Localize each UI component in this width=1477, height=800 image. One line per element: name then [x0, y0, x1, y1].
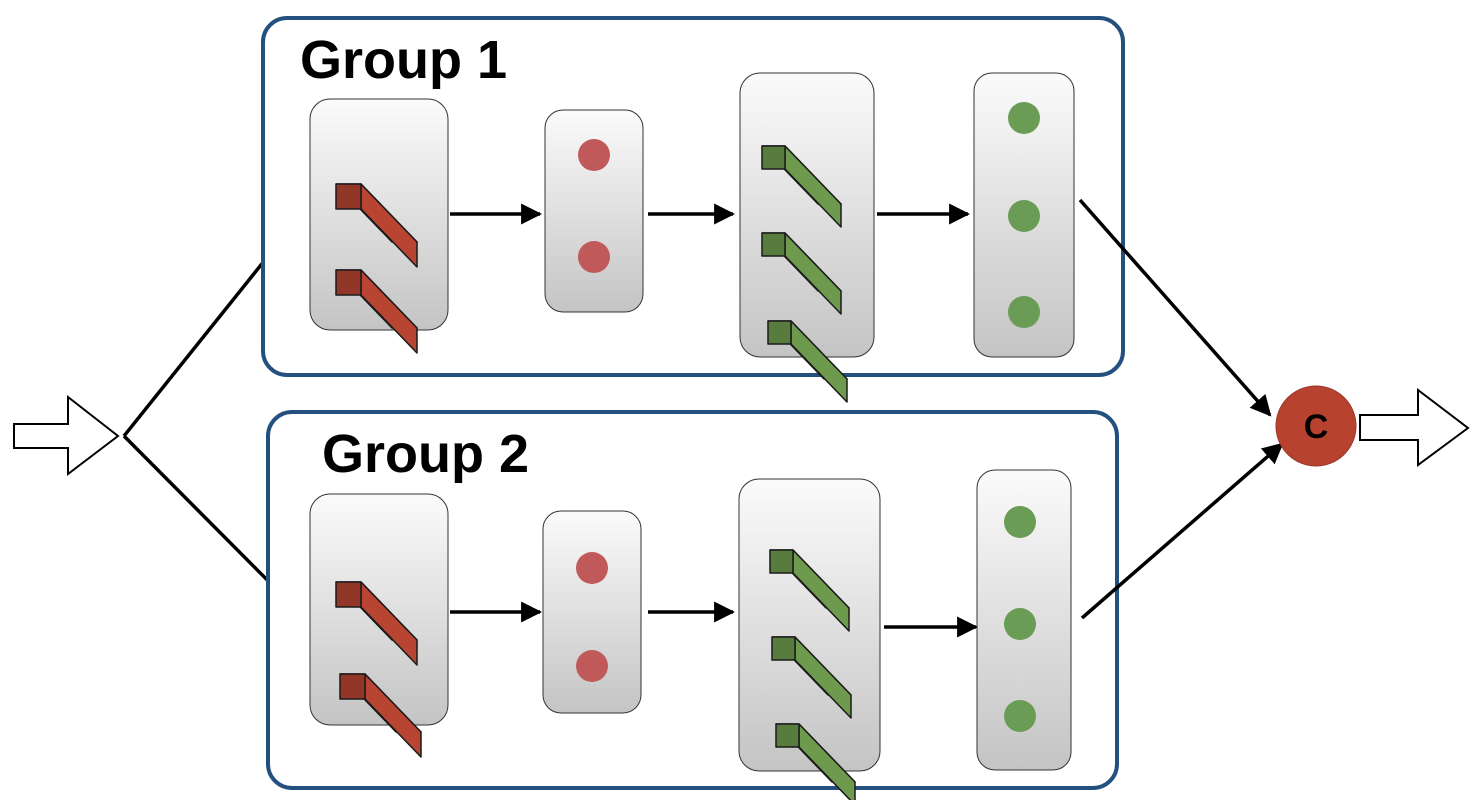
group-2-border — [266, 410, 1119, 790]
group-1: Group 1 — [261, 16, 1125, 377]
group-1-conv-panel-2 — [739, 72, 875, 358]
group-1-border — [261, 16, 1125, 377]
g2-green-bar-3-icon — [775, 723, 856, 800]
group-2-conv-panel-2 — [738, 478, 881, 772]
g2-green-bar-2-icon-front — [771, 636, 796, 661]
group-2-title: Group 2 — [322, 424, 529, 484]
output-arrow-icon — [1359, 387, 1470, 467]
g1-red-bar-1-icon-front — [335, 183, 362, 210]
g2-green-bar-1-icon — [769, 549, 850, 632]
g2-red-dot-2-icon — [576, 650, 608, 682]
g2-red-dot-1-icon — [576, 552, 608, 584]
g2-red-bar-1-icon — [335, 581, 418, 666]
g1-red-dot-2-icon — [578, 241, 610, 273]
g1-green-bar-1-icon-front — [761, 145, 786, 170]
g1-red-dot-1-icon — [578, 139, 610, 171]
g1-red-bar-2-icon — [335, 269, 418, 354]
concat-label: C — [1304, 408, 1329, 446]
concat-node: C — [1275, 385, 1357, 467]
g1-green-bar-2-icon-front — [761, 232, 786, 257]
g1-green-bar-3-icon-front — [767, 320, 792, 345]
g1-red-bar-2-icon-front — [335, 269, 362, 296]
g1-green-bar-1-icon — [761, 145, 842, 228]
g2-green-bar-3-icon-front — [775, 723, 800, 748]
g1-green-dot-2-icon — [1008, 200, 1040, 232]
group-1-dense-panel-1 — [544, 109, 644, 313]
g1-green-dot-3-icon — [1008, 296, 1040, 328]
g1-green-bar-2-icon — [761, 232, 842, 315]
icons-layer — [335, 102, 1040, 800]
group-1-title: Group 1 — [300, 30, 507, 90]
g1-green-dot-1-icon — [1008, 102, 1040, 134]
g2-red-bar-2-icon-front — [339, 673, 366, 700]
g2-green-dot-1-icon — [1004, 506, 1036, 538]
g2-red-bar-2-icon — [339, 673, 422, 758]
merge-arrow-from-group-2 — [1080, 442, 1284, 620]
g2-green-dot-3-icon — [1004, 700, 1036, 732]
g1-green-bar-3-icon — [767, 320, 848, 403]
merge-arrow-from-group-1 — [1078, 198, 1272, 417]
g2-green-bar-1-icon-front — [769, 549, 794, 574]
input-arrow-icon — [13, 394, 120, 477]
group-2-dense-panel-1 — [542, 510, 642, 714]
g2-green-dot-2-icon — [1004, 608, 1036, 640]
concat-circle — [1275, 385, 1357, 467]
g2-green-bar-2-icon — [771, 636, 852, 719]
g2-red-bar-1-icon-front — [335, 581, 362, 608]
g1-red-bar-1-icon — [335, 183, 418, 268]
